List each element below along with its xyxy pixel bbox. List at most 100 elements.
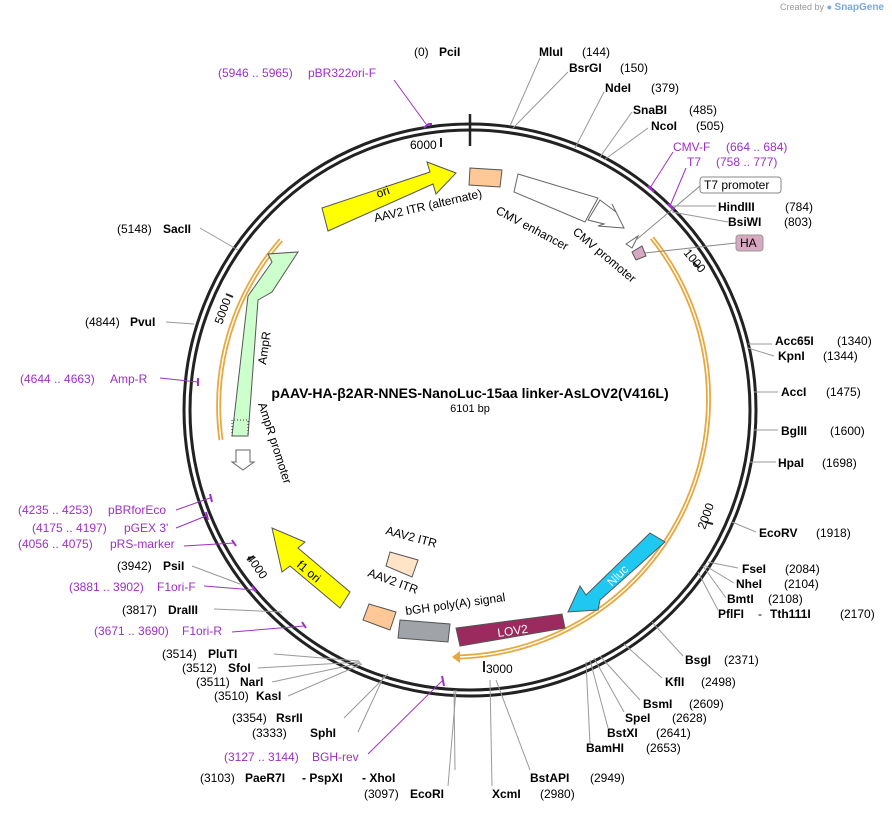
site-nhei[interactable]: NheI (2104) — [703, 564, 819, 591]
svg-text:KasI: KasI — [256, 689, 281, 703]
site-ndei[interactable]: NdeI (379) — [574, 81, 679, 149]
primer-prs-marker[interactable]: (4056 .. 4075) pRS-marker — [18, 537, 237, 551]
svg-text:(2641): (2641) — [656, 726, 691, 740]
svg-text:RsrII: RsrII — [276, 711, 303, 725]
tick-label-4000: 4000 — [244, 552, 271, 582]
ampr-feature[interactable]: AmpR — [231, 251, 299, 437]
primer-cmv-f[interactable]: CMV-F (664 .. 684) — [647, 140, 787, 193]
svg-text:SpeI: SpeI — [625, 711, 650, 725]
lov2-label: LOV2 — [496, 622, 529, 640]
site-kfli[interactable]: KflI (2498) — [623, 643, 736, 689]
itr-feature-1[interactable]: AAV2 ITR — [384, 523, 439, 578]
plasmid-size: 6101 bp — [450, 403, 490, 415]
site-acc65i[interactable]: Acc65I (1340) — [748, 334, 872, 348]
site-bamhi[interactable]: BamHI (2653) — [585, 661, 681, 755]
svg-text:PaeR7I: PaeR7I — [245, 771, 285, 785]
svg-text:BmtI: BmtI — [727, 592, 754, 606]
site-draiii[interactable]: (3817) DraIII — [122, 603, 283, 617]
svg-text:pBR322ori-F: pBR322ori-F — [308, 66, 376, 80]
cmv-promoter-label: CMV promoter — [570, 225, 639, 286]
site-bglii[interactable]: BglII (1600) — [754, 424, 865, 438]
site-pluti[interactable]: (3514) PluTI — [162, 647, 360, 662]
svg-text:(1344): (1344) — [823, 349, 858, 363]
site-rsrii[interactable]: (3354) RsrII — [232, 673, 389, 725]
site-bsmi[interactable]: BsmI (2609) — [599, 655, 724, 711]
tick-3000: 3000 — [483, 661, 513, 676]
site-nari[interactable]: (3511) NarI — [196, 662, 362, 689]
svg-text:(3510): (3510) — [214, 689, 249, 703]
primer-pbrforeco[interactable]: (4235 .. 4253) pBRforEco — [18, 493, 213, 517]
lov2-feature[interactable]: LOV2 — [455, 613, 566, 647]
site-bsgi[interactable]: BsgI (2371) — [651, 621, 759, 667]
site-bsiwi[interactable]: BsiWI (803) — [671, 211, 812, 229]
site-xcmi[interactable]: XcmI (2980) — [489, 679, 575, 801]
svg-text:MluI: MluI — [539, 45, 563, 59]
tick-6000: 6000 — [410, 138, 442, 152]
site-bstxi[interactable]: BstXI (2641) — [589, 659, 691, 740]
site-kpni[interactable]: KpnI (1344) — [747, 347, 858, 363]
f1-ori-feature[interactable]: f1 ori — [271, 527, 351, 609]
svg-text:PvuI: PvuI — [130, 315, 155, 329]
ampr-label: AmpR — [255, 330, 274, 365]
primer-pbr322ori-f[interactable]: (5946 .. 5965) pBR322ori-F — [218, 66, 432, 129]
site-sacii[interactable]: (5148) SacII — [117, 222, 239, 251]
site-fsei[interactable]: FseI (2084) — [707, 561, 820, 576]
site-kasi[interactable]: (3510) KasI — [214, 663, 363, 703]
svg-text:(2371): (2371) — [724, 653, 759, 667]
site-spei[interactable]: SpeI (2628) — [593, 657, 707, 725]
site-paer7i-pspxi-xhoi[interactable]: (3103) PaeR7I - PspXI - XhoI — [200, 689, 456, 785]
primer-f1ori-f[interactable]: (3881 .. 3902) F1ori-F — [69, 580, 257, 594]
site-psii[interactable]: (3942) PsiI — [117, 559, 241, 585]
site-ncoi[interactable]: NcoI (505) — [603, 119, 724, 161]
svg-text:(4175 .. 4197): (4175 .. 4197) — [32, 521, 107, 535]
svg-text:PluTI: PluTI — [208, 647, 237, 661]
site-bmti[interactable]: BmtI (2108) — [702, 565, 803, 606]
tick-label-6000: 6000 — [410, 138, 437, 152]
svg-text:BsmI: BsmI — [643, 697, 672, 711]
svg-text:(1918): (1918) — [816, 526, 851, 540]
t7-promoter-feature[interactable]: T7 promoter — [625, 176, 782, 249]
ori-feature[interactable]: ori — [321, 161, 457, 232]
site-pvui[interactable]: (4844) PvuI — [85, 315, 195, 329]
site-snabi[interactable]: SnaBI (485) — [599, 103, 717, 158]
site-ecori[interactable]: (3097) EcoRI — [364, 689, 457, 801]
site-pcii[interactable]: (0) PciI — [414, 45, 460, 59]
site-mlui[interactable]: MluI (144) — [509, 45, 610, 127]
site-sphi[interactable]: (3333) SphI — [252, 675, 385, 740]
site-bsrgi[interactable]: BsrGI (150) — [512, 61, 648, 129]
site-sfoi[interactable]: (3512) SfoI — [182, 661, 361, 675]
svg-text:(4644 .. 4663): (4644 .. 4663) — [20, 372, 95, 386]
primer-f1ori-r[interactable]: (3671 .. 3690) F1ori-R — [94, 621, 307, 638]
svg-text:(150): (150) — [620, 61, 648, 75]
primer-amp-r[interactable]: (4644 .. 4663) Amp-R — [20, 372, 199, 386]
primer-t7[interactable]: T7 (758 .. 777) — [667, 155, 777, 211]
tick-label-1000: 1000 — [681, 246, 709, 276]
svg-text:(2104): (2104) — [784, 577, 819, 591]
site-pflfi-tth111i[interactable]: PflFI - Tth111I (2170) — [697, 571, 875, 621]
svg-text:(3671 .. 3690): (3671 .. 3690) — [94, 624, 169, 638]
svg-text:(3333): (3333) — [252, 726, 287, 740]
svg-text:BGH-rev: BGH-rev — [312, 750, 359, 764]
primer-pgex-3[interactable]: (4175 .. 4197) pGEX 3' — [32, 511, 209, 535]
svg-text:(5148): (5148) — [117, 222, 152, 236]
site-acci[interactable]: AccI (1475) — [754, 385, 861, 399]
svg-text:NarI: NarI — [240, 675, 263, 689]
itr-label-1: AAV2 ITR — [384, 523, 439, 550]
svg-text:(4844): (4844) — [85, 315, 120, 329]
site-hindiii[interactable]: HindIII (784) — [668, 200, 813, 214]
svg-text:(379): (379) — [651, 81, 679, 95]
site-ecorv[interactable]: EcoRV (1918) — [731, 521, 851, 540]
ha-feature[interactable]: HA — [631, 234, 764, 261]
svg-text:NdeI: NdeI — [605, 81, 631, 95]
nluc-feature[interactable]: Nluc — [567, 532, 666, 613]
site-bstapi[interactable]: BstAPI (2949) — [495, 679, 625, 785]
svg-text:PflFI: PflFI — [718, 607, 744, 621]
svg-text:(505): (505) — [696, 119, 724, 133]
svg-text:pBRforEco: pBRforEco — [108, 503, 166, 517]
svg-text:EcoRI: EcoRI — [410, 787, 444, 801]
primer-bgh-rev[interactable]: (3127 .. 3144) BGH-rev — [224, 675, 445, 764]
svg-text:(3511): (3511) — [196, 675, 230, 689]
svg-text:T7: T7 — [687, 155, 701, 169]
site-hpai[interactable]: HpaI (1698) — [750, 456, 857, 470]
credit-prefix: Created by — [780, 2, 825, 12]
